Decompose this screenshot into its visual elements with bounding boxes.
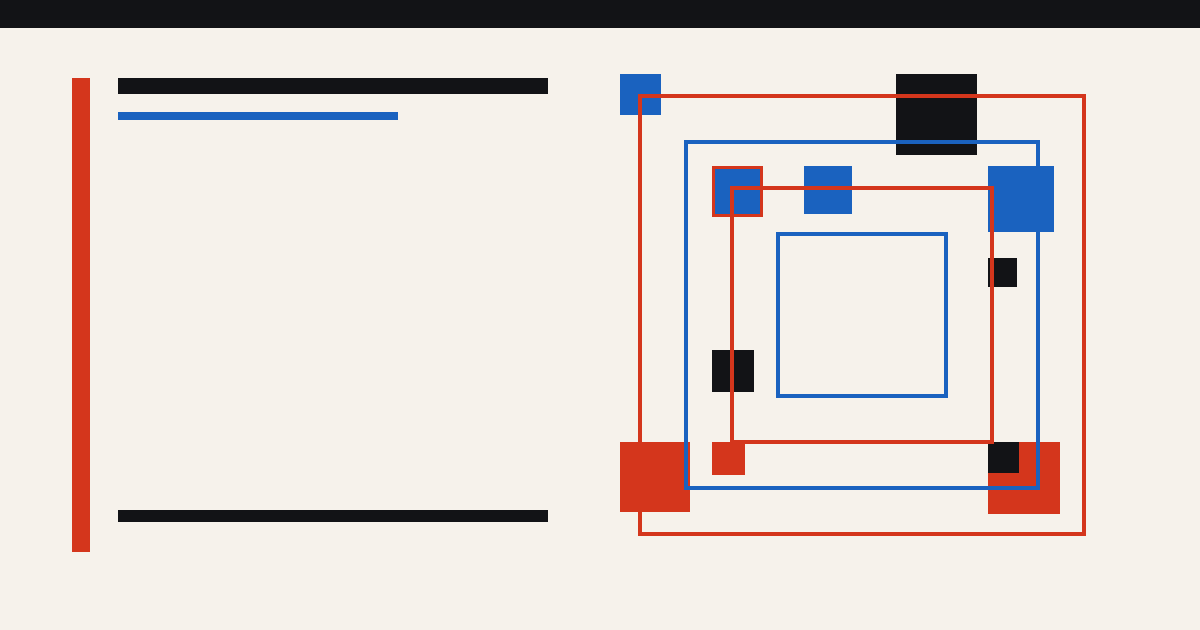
top-bar — [0, 0, 1200, 28]
inner-red-frame — [730, 186, 994, 444]
red-square-small — [712, 442, 745, 475]
blue-frame — [684, 140, 1040, 490]
subtitle-placeholder-bar — [118, 112, 398, 120]
red-square-bottom-left — [620, 442, 690, 512]
blue-square-mid — [804, 166, 852, 214]
blue-square-red-outline — [712, 166, 763, 217]
title-placeholder-bar — [118, 78, 548, 94]
blue-square-right — [988, 166, 1054, 232]
black-square-bottom-right — [988, 442, 1019, 473]
footer-placeholder-bar — [118, 510, 548, 522]
inner-blue-frame — [776, 232, 948, 398]
outer-red-frame — [638, 94, 1086, 536]
accent-rule — [72, 78, 90, 552]
